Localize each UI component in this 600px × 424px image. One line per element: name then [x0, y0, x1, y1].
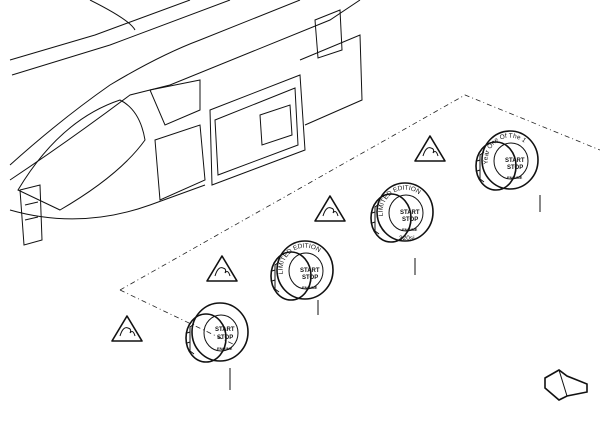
svg-text:ENGINE: ENGINE [507, 175, 523, 180]
start-stop-button-standard: START STOP ENGINE [185, 302, 249, 363]
warning-triangle-icon [111, 315, 143, 342]
svg-text:ENGINE: ENGINE [302, 285, 318, 290]
start-stop-button-limited-model: LIMITED EDITION START STOP ENGINE 320si [370, 182, 434, 243]
svg-text:320si: 320si [399, 235, 415, 242]
svg-text:ENGINE: ENGINE [217, 346, 233, 351]
svg-text:START: START [400, 210, 420, 216]
svg-text:STOP: STOP [507, 165, 523, 171]
group-frame [119, 94, 600, 346]
start-stop-button-last-edition: Year One Of The 1 START STOP ENGINE [475, 130, 539, 191]
dashboard-outline [9, 0, 363, 246]
svg-text:STOP: STOP [217, 335, 233, 341]
svg-text:ENGINE: ENGINE [402, 227, 418, 232]
svg-text:START: START [215, 327, 235, 333]
svg-text:STOP: STOP [402, 217, 418, 223]
warning-triangle-icon [414, 135, 446, 162]
arrow-icon[interactable] [544, 369, 588, 401]
svg-text:START: START [300, 268, 320, 274]
warning-triangle-icon [206, 255, 238, 282]
start-stop-button-limited: LIMITED EDITION START STOP ENGINE [270, 240, 334, 301]
svg-text:STOP: STOP [302, 275, 318, 281]
svg-text:START: START [505, 158, 525, 164]
warning-triangle-icon [314, 195, 346, 222]
